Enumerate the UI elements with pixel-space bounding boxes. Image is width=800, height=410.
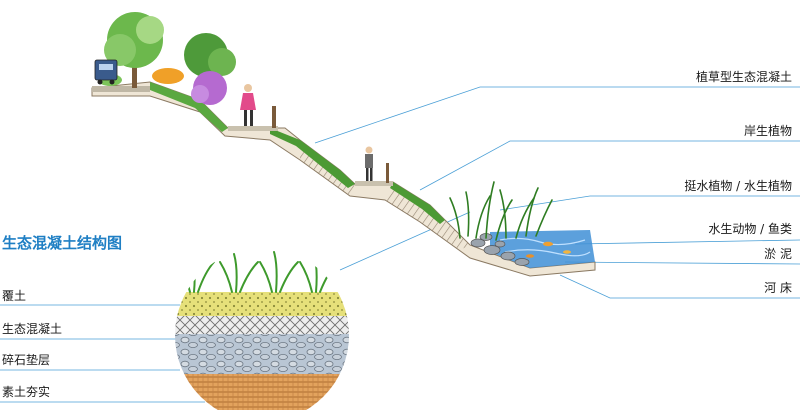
diagram-title: 生态混凝土结构图 <box>2 232 122 253</box>
label-aquatic-animals: 水生动物 / 鱼类 <box>708 222 792 236</box>
label-eco-concrete-layer: 生态混凝土 <box>2 322 62 336</box>
person-icon <box>365 147 373 182</box>
person-icon <box>240 84 256 126</box>
label-bank-plants: 岸生植物 <box>744 124 792 138</box>
leader-line-emergent-plants <box>500 196 800 210</box>
label-riverbed: 河 床 <box>764 281 792 295</box>
label-topsoil: 覆土 <box>2 289 26 303</box>
label-silt: 淤 泥 <box>764 247 792 261</box>
leader-line-silt <box>565 262 800 264</box>
leader-line-eco-concrete <box>315 87 800 143</box>
label-rammed-earth: 素土夯实 <box>2 385 50 399</box>
section-detail-circle <box>170 240 355 410</box>
label-emergent-plants: 挺水植物 / 水生植物 <box>684 179 792 193</box>
label-gravel-cushion: 碎石垫层 <box>2 353 50 367</box>
leader-line-fish <box>575 240 800 244</box>
fish-icon <box>543 242 553 246</box>
label-eco-concrete: 植草型生态混凝土 <box>696 70 792 84</box>
fish-icon <box>526 254 534 258</box>
post-icon <box>386 163 389 183</box>
post-icon <box>272 106 276 128</box>
fish-icon <box>563 250 571 254</box>
